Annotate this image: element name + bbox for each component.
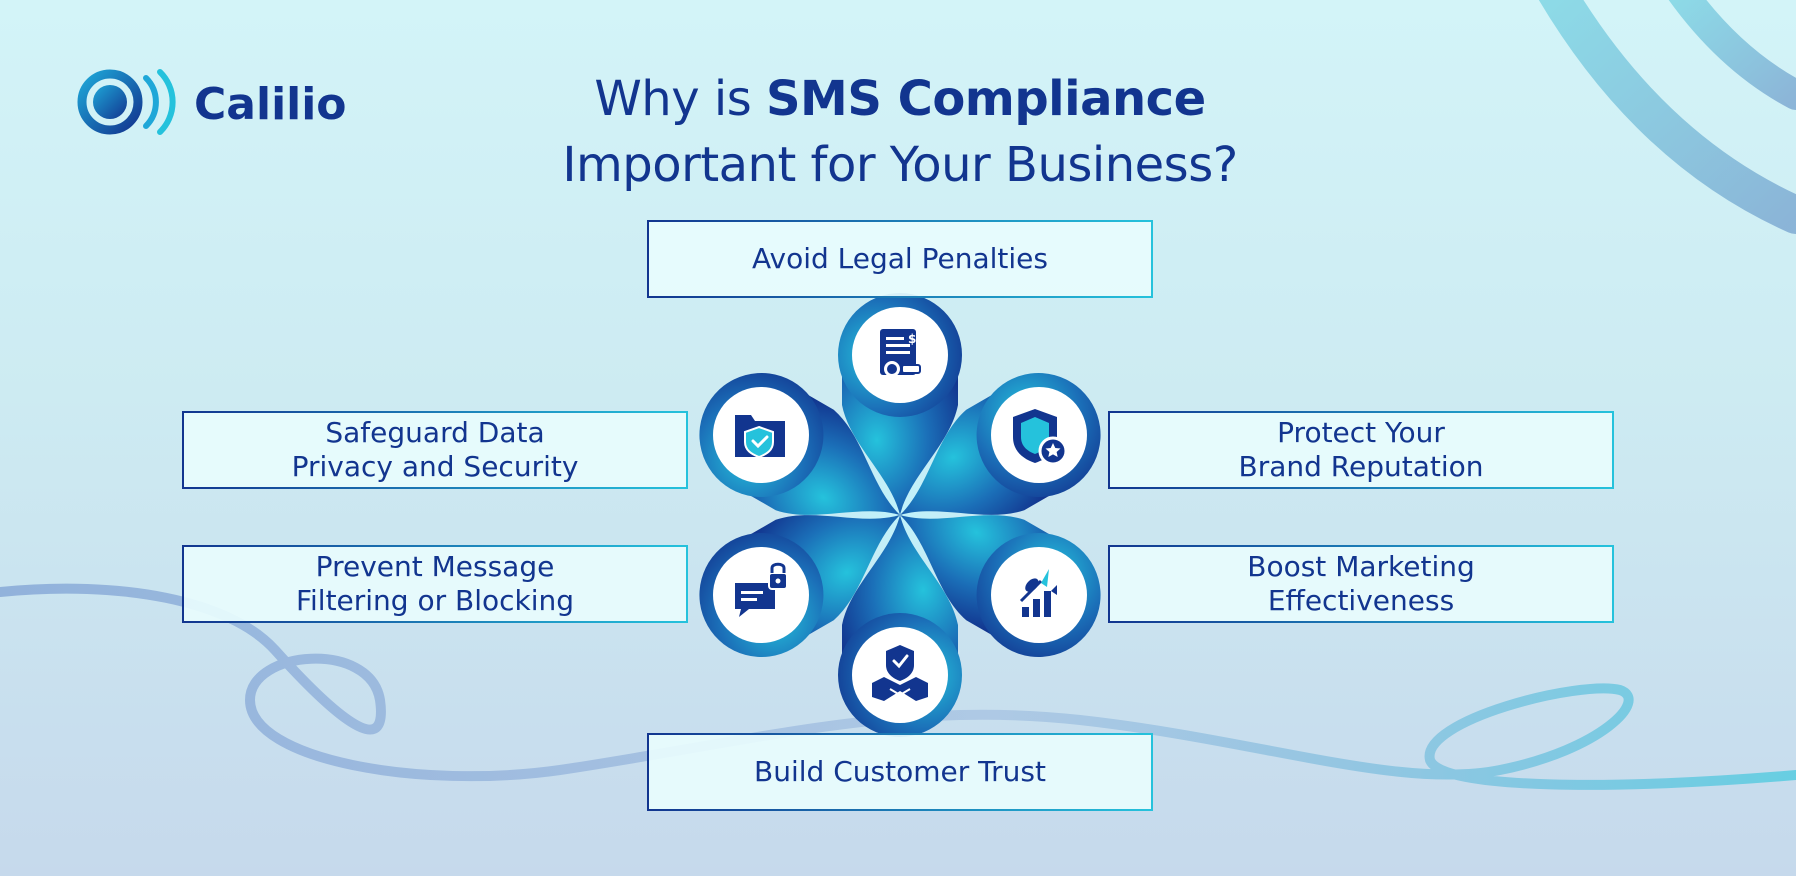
benefit-marketing: Boost Marketing Effectiveness (1108, 545, 1614, 623)
shield-star-icon (991, 387, 1087, 483)
brand-name: Calilio (194, 79, 347, 130)
top-right-arc-outer (1538, 0, 1796, 234)
brand-logo[interactable]: Calilio (72, 64, 347, 140)
calilio-logo-icon (77, 69, 176, 135)
benefit-filtering: Prevent Message Filtering or Blocking (182, 545, 688, 623)
page-title: Why is SMS Compliance Important for Your… (430, 66, 1370, 198)
benefit-brand: Protect Your Brand Reputation (1108, 411, 1614, 489)
legal-document-icon: $ (852, 307, 948, 403)
benefit-legal: Avoid Legal Penalties (647, 220, 1153, 298)
svg-text:$: $ (908, 332, 916, 346)
handshake-shield-icon (852, 627, 948, 723)
chat-lock-icon (713, 547, 809, 643)
title-highlight: SMS Compliance (765, 71, 1206, 127)
title-line-2: Important for Your Business? (562, 137, 1238, 193)
title-prefix: Why is (594, 71, 766, 127)
bottom-wave (0, 583, 1796, 790)
rocket-growth-icon (991, 547, 1087, 643)
folder-shield-icon (713, 387, 809, 483)
top-right-arc-inner (1668, 0, 1796, 110)
benefit-privacy: Safeguard Data Privacy and Security (182, 411, 688, 489)
benefit-trust: Build Customer Trust (647, 733, 1153, 811)
title-line-1: Why is SMS Compliance (430, 66, 1370, 132)
